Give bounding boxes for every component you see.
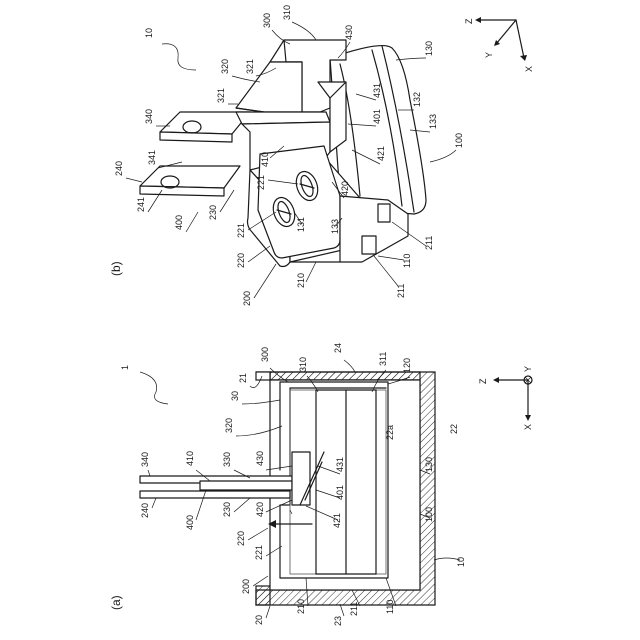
svg-text:131: 131 (296, 217, 306, 232)
lbl-a-110: 110 (385, 600, 395, 614)
lbl-a-21: 21 (238, 373, 248, 383)
svg-text:Z: Z (478, 378, 488, 384)
lbl-a-431: 431 (335, 457, 345, 472)
lbl-a-310: 310 (298, 357, 308, 372)
caption-b: (b) (109, 261, 123, 276)
lbl-a-10: 10 (456, 557, 466, 567)
svg-text:320: 320 (220, 59, 230, 74)
axes-b: Z Y X (464, 17, 534, 72)
container-left-cap-bottom (256, 586, 270, 605)
lbl-a-24: 24 (333, 343, 343, 353)
connector-430 (292, 452, 310, 505)
svg-text:220: 220 (236, 253, 246, 268)
axes-a: Z Y X (478, 366, 533, 430)
lbl-a-130: 130 (424, 457, 434, 472)
svg-text:132: 132 (412, 92, 422, 107)
svg-text:210: 210 (296, 273, 306, 288)
svg-text:420: 420 (340, 181, 350, 196)
svg-text:230: 230 (208, 205, 218, 220)
plate-340-side (160, 132, 232, 142)
svg-text:340: 340 (144, 109, 154, 124)
lbl-a-23: 23 (333, 616, 343, 626)
lbl-a-22a: 22a (385, 425, 395, 440)
svg-text:133: 133 (428, 114, 438, 129)
svg-text:Y: Y (523, 366, 533, 372)
housing-face (258, 146, 340, 258)
plate-240 (140, 166, 240, 188)
svg-text:300: 300 (262, 13, 272, 28)
lbl-a-230: 230 (222, 502, 232, 517)
lbl-a-221: 221 (254, 545, 264, 560)
svg-text:421: 421 (376, 146, 386, 161)
lbl-a-200: 200 (241, 579, 251, 594)
lbl-a-210: 210 (296, 599, 306, 614)
svg-text:341: 341 (147, 150, 157, 165)
ref-1: 1 (120, 365, 130, 370)
svg-text:221: 221 (256, 175, 266, 190)
svg-text:211: 211 (424, 236, 434, 250)
svg-text:321: 321 (216, 88, 226, 103)
container-top-hatch (270, 372, 420, 380)
svg-text:310: 310 (282, 5, 292, 20)
svg-text:431: 431 (372, 83, 382, 98)
lbl-a-300: 300 (260, 347, 270, 362)
tab-211b (362, 236, 376, 254)
lbl-a-100: 100 (424, 507, 434, 522)
lbl-a-410: 410 (185, 451, 195, 466)
lbl-a-320: 320 (224, 418, 234, 433)
svg-text:221: 221 (236, 223, 246, 238)
svg-text:241: 241 (136, 197, 146, 212)
plate-340 (160, 112, 250, 134)
svg-text:410: 410 (260, 152, 270, 167)
lead-1 (140, 372, 168, 404)
lead-10 (162, 44, 196, 70)
panel-a: (a) 1 300 24 310 311 120 21 30 320 22a 2… (109, 343, 533, 626)
lbl-a-340: 340 (140, 452, 150, 467)
lbl-a-22: 22 (449, 424, 459, 434)
caption-a: (a) (109, 595, 123, 610)
svg-text:130: 130 (424, 41, 434, 56)
svg-text:133: 133 (330, 219, 340, 234)
lbl-a-420: 420 (255, 502, 265, 517)
lbl-a-400: 400 (185, 515, 195, 530)
panel-b: (b) 10 300 310 430 130 320 321 321 431 1… (109, 5, 534, 306)
lbl-a-311: 311 (378, 352, 388, 366)
svg-text:400: 400 (174, 215, 184, 230)
svg-text:Y: Y (484, 52, 494, 58)
lbl-a-430: 430 (255, 451, 265, 466)
svg-text:110: 110 (402, 254, 412, 268)
lbl-a-220: 220 (236, 531, 246, 546)
svg-text:240: 240 (114, 161, 124, 176)
svg-text:100: 100 (454, 133, 464, 148)
plate-240-side (140, 186, 224, 196)
lbl-a-30: 30 (230, 391, 240, 401)
svg-text:401: 401 (372, 109, 382, 124)
lbl-a-421: 421 (332, 513, 342, 528)
svg-text:200: 200 (242, 291, 252, 306)
svg-text:430: 430 (344, 25, 354, 40)
lbl-a-211: 211 (349, 602, 359, 616)
svg-text:321: 321 (245, 59, 255, 74)
lbl-a-330: 330 (222, 452, 232, 467)
ref-10: 10 (144, 28, 154, 38)
svg-text:X: X (524, 66, 534, 72)
terminal-240 (140, 491, 290, 498)
container-left-cap (256, 372, 270, 380)
svg-text:Z: Z (464, 18, 474, 24)
lbl-a-120: 120 (402, 358, 412, 373)
conductor-410 (200, 481, 292, 490)
lbl-a-240: 240 (140, 503, 150, 518)
lbl-a-20: 20 (254, 615, 264, 625)
svg-text:X: X (523, 424, 533, 430)
tab-211a (378, 204, 390, 222)
